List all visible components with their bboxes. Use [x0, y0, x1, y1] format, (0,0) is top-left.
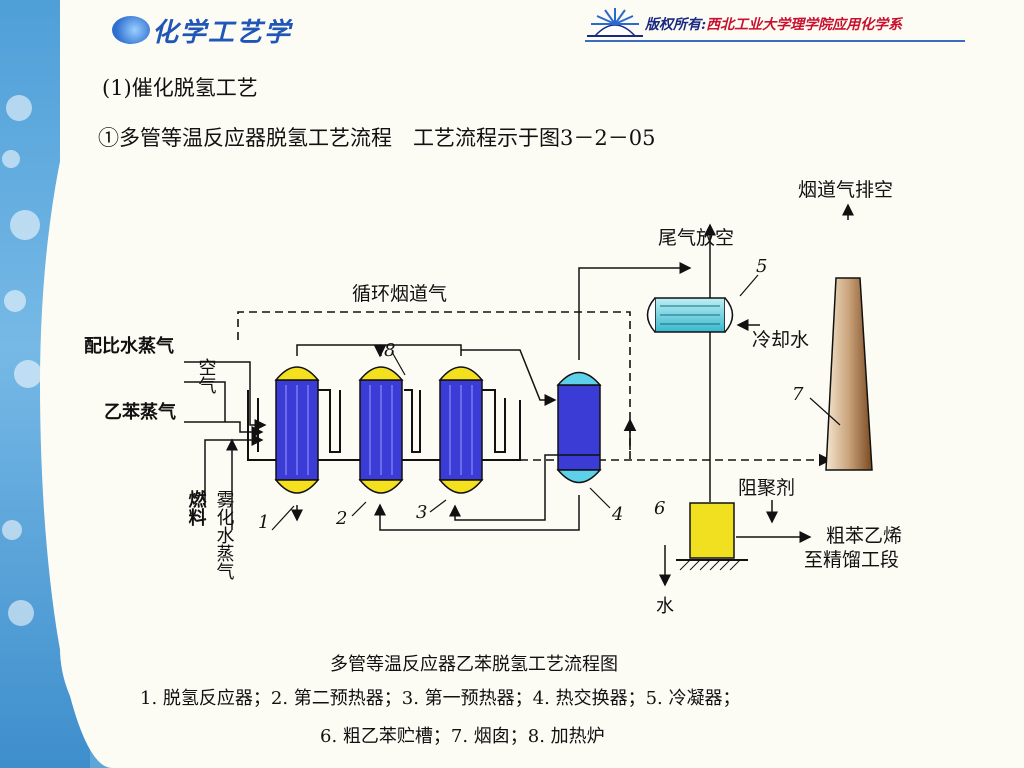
- label-cooling-water: 冷却水: [752, 329, 809, 351]
- condenser-5: [646, 297, 734, 333]
- decor-bubble: [6, 95, 32, 121]
- leader-2: [351, 501, 367, 517]
- number-8: 8: [384, 340, 395, 361]
- label-tail-gas: 尾气放空: [658, 227, 734, 249]
- leader-7: [809, 397, 841, 426]
- heat-exchanger-4: [556, 371, 602, 484]
- label-recycle-flue: 循环烟道气: [352, 283, 447, 305]
- return-pipe-2: [374, 495, 580, 531]
- number-1: 1: [258, 512, 269, 533]
- decor-bubble: [8, 600, 34, 626]
- number-4: 4: [611, 504, 623, 525]
- recycle-flue-line: [237, 311, 631, 460]
- ethylbenzene-line: [184, 421, 264, 438]
- return-pipe-3: [449, 454, 600, 521]
- leader-5: [739, 274, 759, 297]
- copyright-label: 版权所有:: [645, 17, 707, 33]
- steam-ratio-line: [184, 361, 267, 431]
- subsection-heading: ①多管等温反应器脱氢工艺流程 工艺流程示于图3－2－05: [98, 126, 656, 150]
- label-atomized-steam: 雾化水蒸气: [214, 490, 235, 580]
- label-to-distillation: 至精馏工段: [804, 549, 899, 571]
- copyright-org: 西北工业大学理学院应用化学系: [706, 17, 903, 33]
- decor-bubble: [4, 290, 26, 312]
- preheater-3: [438, 366, 484, 494]
- legend-line-2: 6. 粗乙苯贮槽；7. 烟囱；8. 加热炉: [320, 726, 605, 747]
- number-5: 5: [756, 256, 767, 277]
- label-steam-ratio: 配比水蒸气: [84, 335, 174, 357]
- reactor-1: [274, 366, 320, 494]
- label-ethylbenzene: 乙苯蒸气: [104, 401, 176, 423]
- label-crude-styrene: 粗苯乙烯: [826, 525, 902, 547]
- chimney-7: [825, 277, 873, 471]
- section-heading: (1)催化脱氢工艺: [102, 76, 258, 100]
- logo-swoosh-icon: [112, 16, 150, 44]
- logo-text: 化学工艺学: [152, 17, 293, 48]
- flue-baffle: [482, 389, 506, 453]
- flue-baffle: [404, 389, 421, 453]
- air-line: [184, 381, 226, 422]
- header-divider: [585, 40, 965, 42]
- number-7: 7: [792, 384, 804, 405]
- pipe-4-condenser: [578, 262, 692, 360]
- decor-bubble: [2, 150, 20, 168]
- course-logo: 化学工艺学: [112, 10, 292, 50]
- label-stack-exhaust: 烟道气排空: [798, 179, 893, 201]
- process-flow-diagram: 烟道气排空 尾气放空 循环烟道气 配比水蒸气 乙苯蒸气 冷却水 阻聚剂 粗苯乙烯…: [84, 179, 902, 617]
- pipe-1-2: [296, 344, 386, 358]
- number-6: 6: [654, 498, 665, 519]
- crude-tank-6: [676, 502, 748, 571]
- flue-baffle: [318, 389, 341, 453]
- decor-bubble: [10, 210, 40, 240]
- number-3: 3: [416, 502, 427, 523]
- preheater-2: [358, 366, 404, 494]
- decor-bubble: [2, 520, 22, 540]
- label-inhibitor: 阻聚剂: [738, 477, 795, 499]
- decor-bubble: [14, 360, 42, 388]
- label-fuel: 燃料: [186, 489, 207, 527]
- leader-1: [271, 505, 295, 531]
- fuel-line: [204, 434, 264, 505]
- leader-8: [391, 351, 406, 376]
- leader-4: [589, 487, 611, 509]
- copyright-banner: 版权所有: 西北工业大学理学院应用化学系: [585, 6, 902, 42]
- sun-logo-icon: [587, 8, 643, 37]
- leader-3: [429, 499, 447, 513]
- pipe-3-4: [461, 349, 557, 406]
- legend-line-1: 1. 脱氢反应器；2. 第二预热器；3. 第一预热器；4. 热交换器；5. 冷凝…: [140, 688, 741, 709]
- diagram-caption: 多管等温反应器乙苯脱氢工艺流程图: [330, 654, 618, 675]
- label-air: 空气: [196, 358, 217, 394]
- number-2: 2: [335, 508, 347, 529]
- label-water: 水: [656, 596, 674, 617]
